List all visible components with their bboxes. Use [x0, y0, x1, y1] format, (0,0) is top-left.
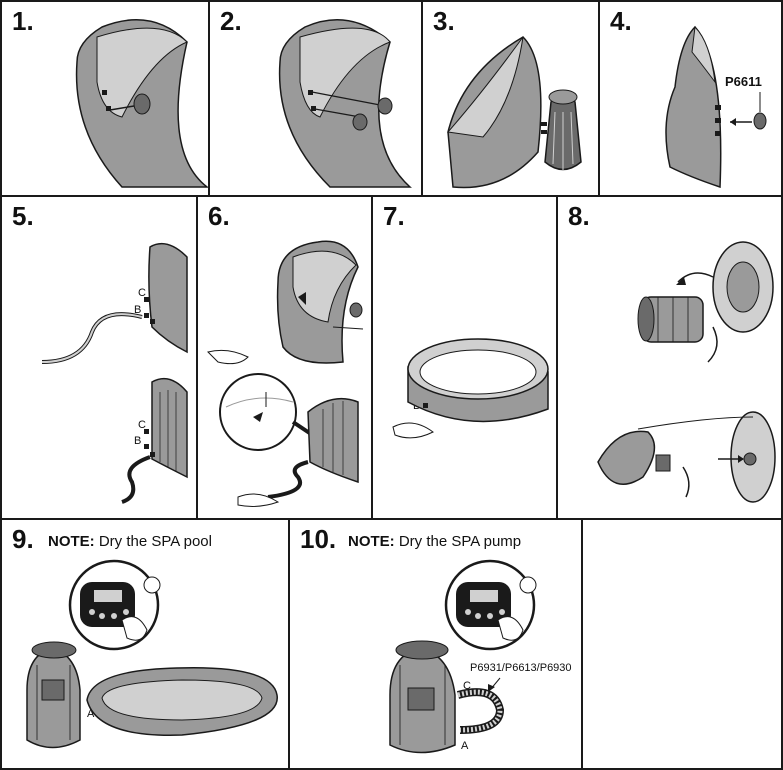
step-9-number: 9. — [12, 524, 34, 554]
port-c-label-top: C — [138, 287, 146, 299]
step-8-illustration — [597, 241, 776, 503]
step-5-number: 5. — [12, 201, 34, 231]
step-6-number: 6. — [208, 201, 230, 231]
empty-panel — [581, 518, 783, 770]
step-7-illustration — [392, 338, 549, 439]
note-label: NOTE: — [348, 533, 395, 550]
step-5-illustration — [41, 242, 188, 504]
step-4-panel: 4. P6611 C A B — [598, 0, 783, 197]
step-10-note: NOTE: Dry the SPA pump — [348, 533, 521, 550]
note-label: NOTE: — [48, 533, 95, 550]
step-1-illustration — [75, 19, 208, 188]
step-7-number: 7. — [383, 201, 405, 231]
step-3-panel: 3. — [421, 0, 600, 197]
step-7-panel: 7. B — [371, 195, 558, 520]
port-b-label-bottom: B — [134, 435, 142, 447]
step-2-panel: 2. — [208, 0, 423, 197]
note-text: Dry the SPA pump — [398, 533, 522, 550]
port-a-label: A — [87, 708, 95, 720]
step-3-illustration — [447, 36, 582, 189]
step-2-number: 2. — [220, 6, 242, 36]
step-8-number: 8. — [568, 201, 590, 231]
step-4-illustration — [665, 25, 767, 189]
step-8-panel: 8. — [556, 195, 783, 520]
port-a-label: A — [461, 740, 469, 752]
note-text: Dry the SPA pool — [98, 533, 212, 550]
step-9-illustration — [26, 559, 278, 749]
step-5-panel: 5. C B A C B A — [0, 195, 198, 520]
step-10-panel: 10. NOTE: Dry the SPA pump P6931/P6613/P… — [288, 518, 583, 770]
step-9-panel: 9. NOTE: Dry the SPA pool A — [0, 518, 290, 770]
step-3-number: 3. — [433, 6, 455, 36]
step-10-illustration — [389, 559, 537, 754]
step-10-number: 10. — [300, 524, 337, 554]
hose-part-label: P6931/P6613/P6930 — [470, 662, 572, 674]
port-b-label-top: B — [134, 304, 142, 316]
port-c-label: C — [463, 680, 471, 692]
step-1-panel: 1. — [0, 0, 210, 197]
part-number-label: P6611 — [725, 74, 762, 89]
step-2-illustration — [278, 19, 412, 188]
port-c-label-bottom: C — [138, 419, 146, 431]
step-1-number: 1. — [12, 6, 34, 36]
step-4-number: 4. — [610, 6, 632, 36]
step-9-note: NOTE: Dry the SPA pool — [48, 533, 212, 550]
step-6-illustration — [207, 240, 364, 507]
step-6-panel: 6. — [196, 195, 373, 520]
